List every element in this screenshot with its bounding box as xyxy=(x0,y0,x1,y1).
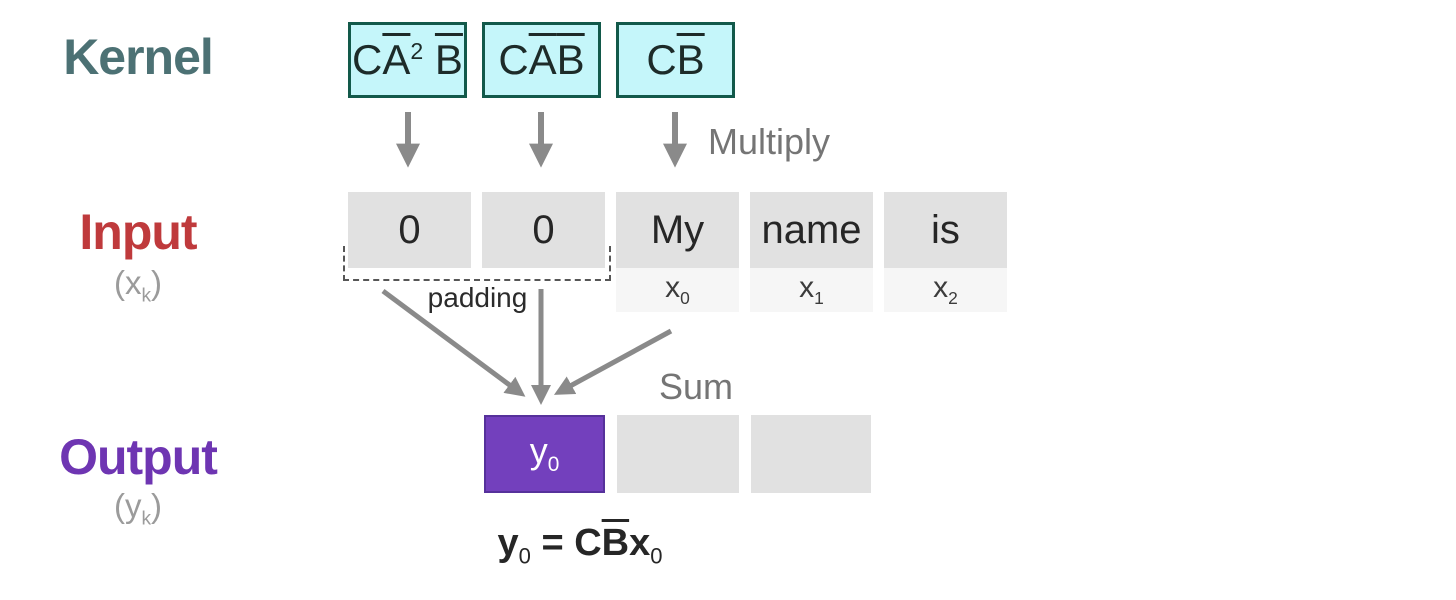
padding-label: padding xyxy=(427,282,528,313)
input-index-x0: x0 xyxy=(616,268,739,312)
input-index-x1: x1 xyxy=(750,268,873,312)
input-label: Input xyxy=(79,204,197,260)
input-index-x2: x2 xyxy=(884,268,1007,312)
input-cell-is: is xyxy=(884,192,1007,268)
output-cell-empty-1 xyxy=(617,415,739,493)
multiply-label: Multiply xyxy=(708,121,831,162)
output-formula: y0 = CBx0 xyxy=(497,522,663,569)
input-cell-name: name xyxy=(750,192,873,268)
input-cell-padding-2: 0 xyxy=(482,192,605,268)
input-subscript-label: (xk) xyxy=(113,264,163,307)
output-subscript-label: (yk) xyxy=(113,487,163,530)
input-cell-my: My xyxy=(616,192,739,268)
kernel-label: Kernel xyxy=(63,29,214,85)
padding-bracket xyxy=(343,246,611,281)
output-cell-empty-2 xyxy=(751,415,871,493)
output-label: Output xyxy=(59,429,218,485)
input-cell-padding-1: 0 xyxy=(348,192,471,268)
sum-label: Sum xyxy=(658,366,734,407)
output-cell-y0: y0 xyxy=(484,415,605,493)
